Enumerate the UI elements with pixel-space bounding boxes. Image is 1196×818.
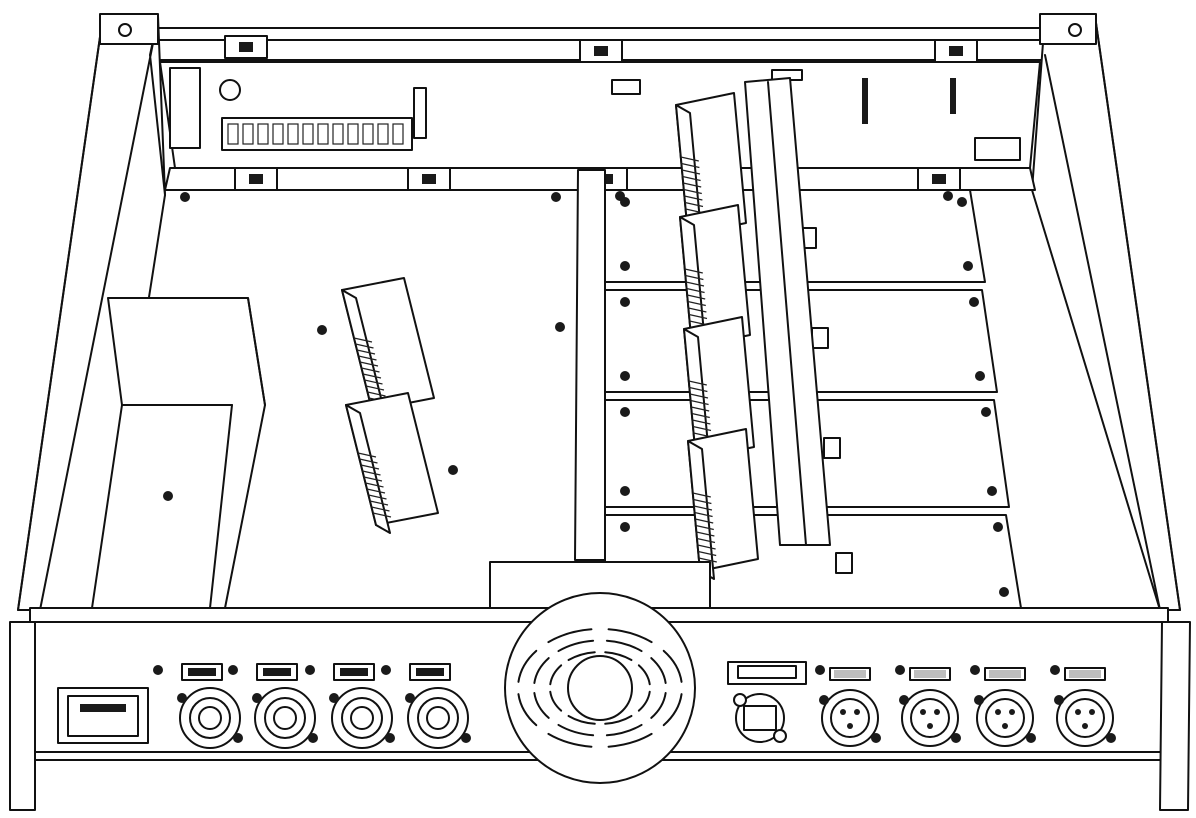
board-screw [969, 297, 979, 307]
power-inlet [57, 687, 149, 744]
fan-shroud [489, 561, 711, 613]
fan-slot [517, 693, 538, 727]
terminal-block [221, 117, 413, 151]
fan-slot [547, 628, 593, 644]
speakon-output [228, 663, 318, 749]
fan-slot [557, 723, 595, 737]
heatsink [687, 428, 759, 580]
fan-slot [607, 628, 653, 644]
fan-slot [557, 639, 595, 653]
right-rack-ear [1039, 13, 1097, 45]
terminal-slot [377, 123, 389, 145]
control-board [159, 61, 1041, 169]
board-screw [620, 407, 630, 417]
fan-slot [533, 657, 550, 685]
terminal-slot [302, 123, 314, 145]
board-tab [811, 327, 829, 349]
floor-screw [163, 491, 173, 501]
board-tab [823, 437, 841, 459]
terminal-slot [287, 123, 299, 145]
heatsink [341, 277, 435, 419]
fan-slot [549, 664, 563, 686]
board-screw [963, 261, 973, 271]
fan-slot [517, 649, 538, 683]
xlr-inputs [815, 665, 1116, 747]
fan-grille [504, 592, 696, 784]
board-screw [620, 486, 630, 496]
rear-panel [9, 592, 1191, 811]
fan-slot [607, 732, 653, 748]
floor-screw [943, 191, 953, 201]
floor-screw [180, 192, 190, 202]
terminal-slot [317, 123, 329, 145]
terminal-slot [227, 123, 239, 145]
board-screw [981, 407, 991, 417]
speakon-outputs [153, 663, 471, 749]
heatsink [345, 392, 439, 534]
xlr-input [895, 665, 961, 747]
board-screw [620, 371, 630, 381]
floor-screw [551, 192, 561, 202]
heatsinks-right [675, 92, 759, 580]
fan-slot [547, 732, 593, 748]
terminal-slot [362, 123, 374, 145]
fan-slot [662, 693, 683, 727]
left-panel-bracket [9, 621, 36, 811]
terminal-slot [332, 123, 344, 145]
fan-slot [533, 691, 550, 719]
fan-slot [650, 691, 667, 719]
board-screw [987, 486, 997, 496]
terminal-slot [272, 123, 284, 145]
fan-slot [605, 639, 643, 653]
heatsink [683, 316, 755, 468]
floor-screw [448, 465, 458, 475]
terminal-slot [347, 123, 359, 145]
board-screw [620, 297, 630, 307]
fan-slot [567, 714, 596, 725]
fan-slot [567, 651, 596, 662]
ethernet-port [727, 661, 807, 743]
floor-screw [555, 322, 565, 332]
fan-hub [567, 655, 633, 721]
xlr-input [970, 665, 1036, 747]
fan-slot [549, 690, 563, 712]
right-panel-bracket [1159, 621, 1191, 811]
fan-slot [637, 690, 651, 712]
xlr-input [1050, 665, 1116, 747]
board-connector [974, 137, 1021, 161]
board-screw [620, 522, 630, 532]
floor-screws [163, 191, 953, 501]
speakon-output [381, 663, 471, 749]
fan-slot [650, 657, 667, 685]
board-screw [975, 371, 985, 381]
board-screw [999, 587, 1009, 597]
center-divider [574, 169, 606, 561]
speakon-output [305, 663, 395, 749]
xlr-input [815, 665, 881, 747]
board-screw [993, 522, 1003, 532]
terminal-slot [257, 123, 269, 145]
terminal-slot [242, 123, 254, 145]
speakon-output [153, 663, 243, 749]
heatsinks-left [341, 277, 439, 534]
fan-slot [605, 723, 643, 737]
fan-slot [662, 649, 683, 683]
fan-slot [637, 664, 651, 686]
fan-slot [604, 651, 633, 662]
terminal-slot [392, 123, 404, 145]
floor-screw [317, 325, 327, 335]
board-screw [957, 197, 967, 207]
board-tab [835, 552, 853, 574]
board-screw [620, 261, 630, 271]
floor-screw [615, 191, 625, 201]
fan-slot [604, 714, 633, 725]
